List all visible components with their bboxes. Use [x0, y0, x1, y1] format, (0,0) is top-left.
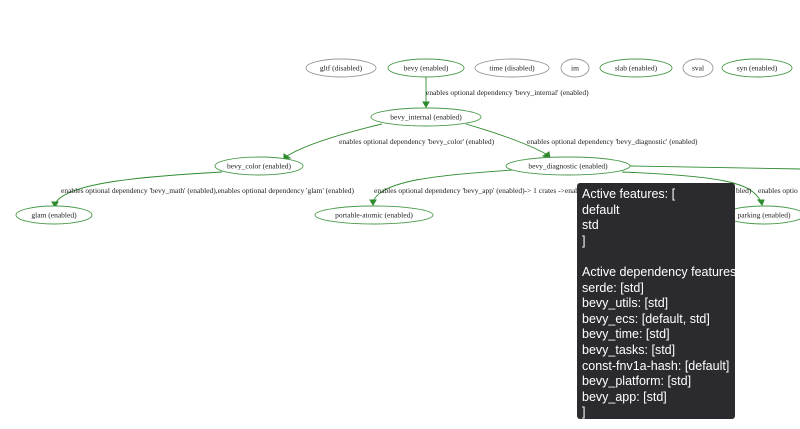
- node-portable-atomic-label: portable-atomic (enabled): [335, 211, 413, 220]
- edge-label-color-to-glam: enables optional dependency 'bevy_math' …: [61, 186, 355, 195]
- edge-label-bevy-to-internal: enables optional dependency 'bevy_intern…: [426, 88, 589, 97]
- tooltip-feature-item: default: [582, 202, 620, 217]
- edge-color-to-glam: [54, 171, 223, 205]
- tooltip-dependency-item: bevy_utils: [std]: [582, 296, 669, 311]
- features-tooltip: Active features: [ default std ] Active …: [577, 183, 735, 419]
- tooltip-dependencies-close: ]: [582, 405, 586, 419]
- node-sval[interactable]: sval: [682, 58, 714, 78]
- edge-diagnostic-to-portable: [372, 169, 514, 203]
- tooltip-dependency-item: bevy_platform: [std]: [582, 374, 692, 389]
- edge-color-to-glam-arrow: [51, 201, 59, 208]
- node-time-label: time (disabled): [489, 64, 535, 73]
- node-bevy-color[interactable]: bevy_color (enabled): [214, 156, 304, 176]
- node-bevy-diagnostic[interactable]: bevy_diagnostic (enabled): [505, 156, 631, 176]
- tooltip-dependency-item: bevy_app: [std]: [582, 389, 667, 404]
- edge-diagnostic-to-portable-arrow: [369, 199, 377, 206]
- node-portable-atomic[interactable]: portable-atomic (enabled): [314, 205, 434, 225]
- graph-nodes: gltf (disabled) bevy (enabled) time (dis…: [15, 58, 800, 225]
- edge-label-internal-to-color: enables optional dependency 'bevy_color'…: [339, 137, 495, 146]
- edge-label-diagnostic-to-portable: enables optional dependency 'bevy_app' (…: [374, 186, 593, 195]
- edge-bevy-to-internal-arrow: [422, 101, 430, 108]
- node-bevy-internal-label: bevy_internal (enabled): [390, 113, 462, 122]
- edge-diagnostic-to-parking: [621, 171, 762, 203]
- tooltip-dependency-item: serde: [std]: [582, 280, 644, 295]
- tooltip-dependency-item: const-fnv1a-hash: [default]: [582, 358, 730, 373]
- node-bevy-diagnostic-label: bevy_diagnostic (enabled): [528, 162, 608, 171]
- tooltip-feature-item: std: [582, 218, 599, 233]
- node-bevy-internal[interactable]: bevy_internal (enabled): [370, 107, 482, 127]
- tooltip-features-close: ]: [582, 233, 586, 248]
- node-im[interactable]: im: [560, 58, 590, 78]
- tooltip-spacer: [582, 249, 730, 265]
- node-bevy-label: bevy (enabled): [404, 64, 449, 73]
- edge-internal-to-color-arrow: [283, 153, 292, 160]
- node-syn[interactable]: syn (enabled): [721, 58, 793, 78]
- graph-edge-labels: enables optional dependency 'bevy_intern…: [61, 88, 798, 195]
- node-im-label: im: [571, 64, 579, 73]
- node-gltf-label: gltf (disabled): [320, 64, 363, 73]
- edge-internal-to-color: [286, 123, 383, 157]
- edge-internal-to-diagnostic: [465, 123, 547, 155]
- node-slab[interactable]: slab (enabled): [599, 58, 673, 78]
- node-sval-label: sval: [692, 64, 704, 73]
- node-time[interactable]: time (disabled): [474, 58, 550, 78]
- node-slab-label: slab (enabled): [615, 64, 658, 73]
- node-gltf[interactable]: gltf (disabled): [305, 58, 377, 78]
- node-glam-label: glam (enabled): [31, 211, 77, 220]
- node-syn-label: syn (enabled): [737, 64, 778, 73]
- node-parking-label: parking (enabled): [737, 211, 791, 220]
- tooltip-dependency-item: bevy_ecs: [default, std]: [582, 311, 710, 326]
- edge-diagnostic-to-offscreen: [629, 165, 800, 170]
- edge-label-right-partial-a: bled): [736, 186, 752, 195]
- tooltip-active-features-header: Active features: [: [582, 187, 676, 201]
- edge-label-right-partial-b: enables optio: [758, 186, 798, 195]
- node-bevy-color-label: bevy_color (enabled): [227, 162, 291, 171]
- tooltip-dependency-item: bevy_tasks: [std]: [582, 342, 676, 357]
- tooltip-dependency-header: Active dependency features: [: [582, 264, 735, 279]
- tooltip-dependency-item: bevy_time: [std]: [582, 327, 670, 342]
- node-glam[interactable]: glam (enabled): [15, 205, 93, 225]
- edge-diagnostic-to-parking-arrow: [756, 199, 765, 206]
- node-parking[interactable]: parking (enabled): [723, 205, 800, 225]
- edge-internal-to-diagnostic-arrow: [541, 151, 551, 159]
- edge-label-internal-to-diagnostic: enables optional dependency 'bevy_diagno…: [527, 137, 698, 146]
- graph-edges: [51, 77, 800, 208]
- node-bevy[interactable]: bevy (enabled): [387, 58, 465, 78]
